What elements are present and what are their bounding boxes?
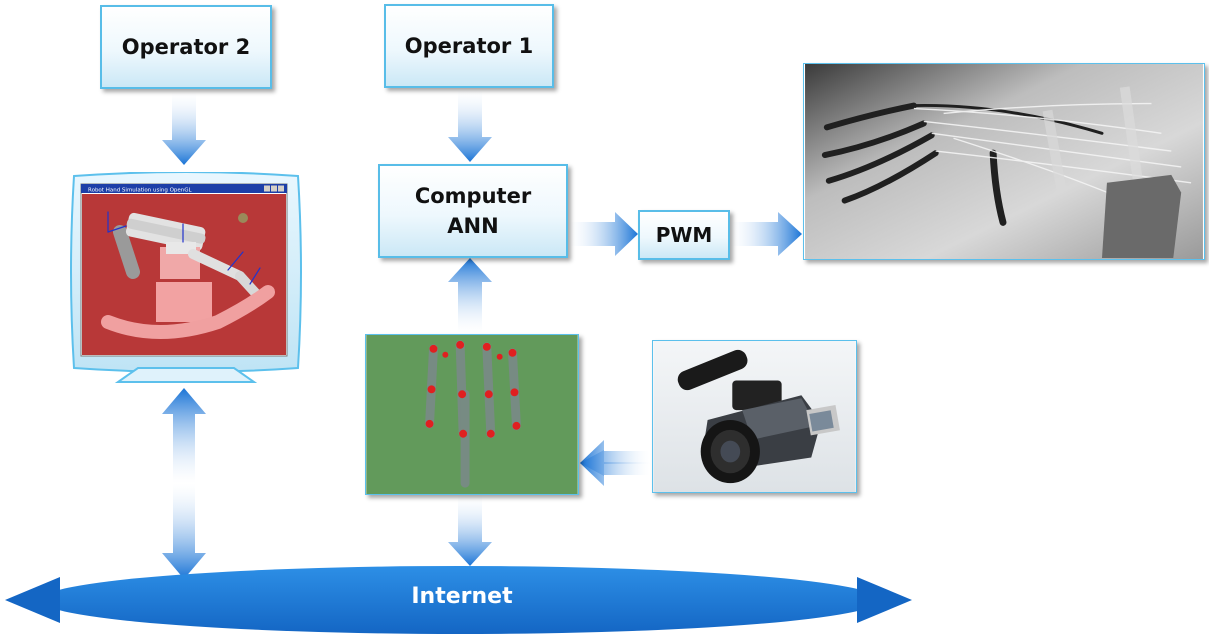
computer-ann-box: Computer ANN <box>378 164 568 258</box>
video-camera-icon <box>652 340 857 493</box>
pwm-label: PWM <box>655 222 713 247</box>
robot-hand-photo <box>803 63 1205 260</box>
pwm-box: PWM <box>638 210 730 260</box>
operator1-box: Operator 1 <box>384 4 554 88</box>
arrow-monitor-internet-double <box>162 388 206 579</box>
computer-label: Computer <box>414 183 532 208</box>
arrow-camera-to-video-body <box>580 440 650 486</box>
operator1-label: Operator 1 <box>404 33 534 58</box>
operator2-label: Operator 2 <box>121 34 251 59</box>
tracking-markers <box>425 340 521 438</box>
internet-right-arrowhead <box>857 577 912 623</box>
internet-left-arrowhead <box>5 577 60 623</box>
arrow-video-to-computer <box>448 258 492 334</box>
tracked-hand-video-frame <box>365 334 579 495</box>
internet-label: Internet <box>411 584 513 609</box>
internet-band <box>40 566 880 634</box>
arrow-computer-to-pwm <box>569 212 638 256</box>
monitor-icon: Robot Hand Simulation using OpenGL <box>70 172 302 383</box>
arrow-operator1-to-computer <box>448 90 492 162</box>
simulation-window-title: Robot Hand Simulation using OpenGL <box>88 188 193 194</box>
arrow-pwm-to-robot-hand <box>730 212 802 256</box>
simulated-robot-hand <box>101 211 275 339</box>
arrow-operator2-to-monitor <box>162 92 206 165</box>
ann-label: ANN <box>447 214 499 238</box>
operator2-box: Operator 2 <box>100 5 272 89</box>
arrow-video-to-internet <box>448 495 492 566</box>
